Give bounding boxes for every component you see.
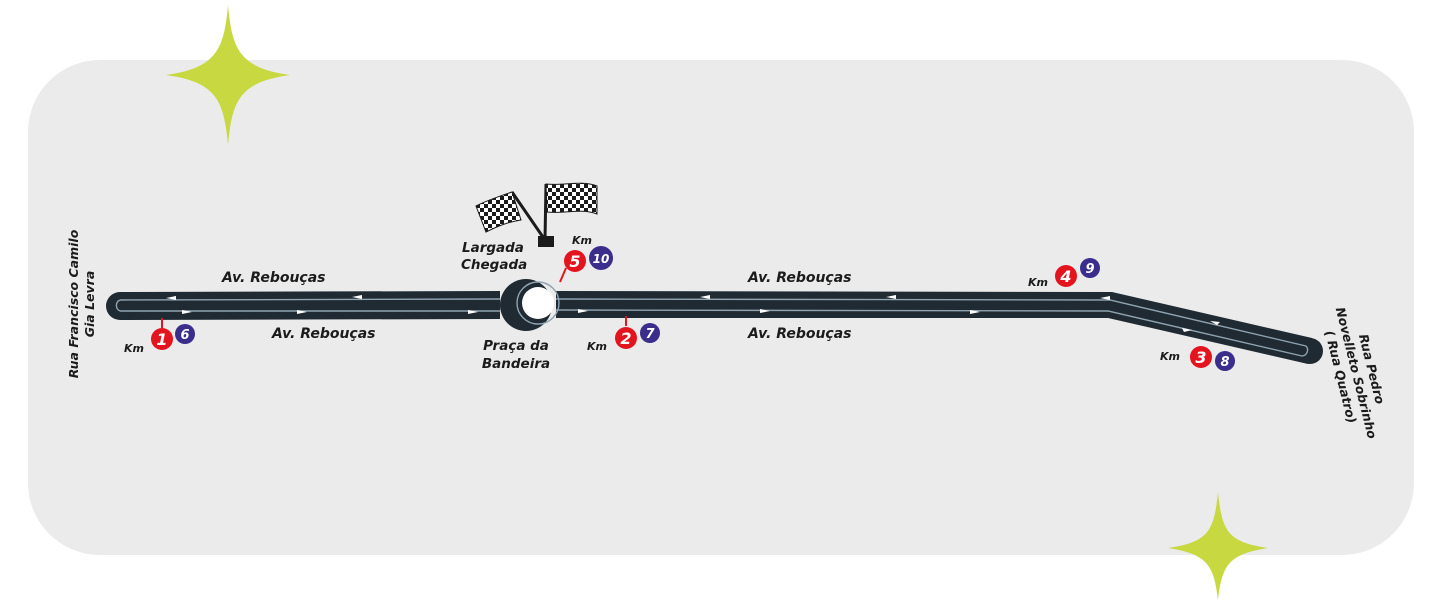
start-label-line-2: Chegada [461,257,527,273]
km-badge-second-lap [1215,351,1235,371]
km-badge-second-lap [589,246,613,270]
km-marker-5-10: Km 5 10 [559,234,613,283]
left-end-line-2: Gia Levra [82,271,97,338]
km-number-second-lap: 10 [593,252,610,266]
km-number-first-lap: 4 [1059,267,1071,286]
km-badge-first-lap [151,328,173,350]
km-badge-second-lap [1080,258,1100,278]
km-number-second-lap: 8 [1220,355,1229,370]
roundabout-island [522,287,554,319]
street-label-av-reboucas-top-right: Av. Rebouças [747,270,852,286]
km-marker-1-6: Km 1 6 [124,318,195,355]
street-label-av-reboucas-top-left: Av. Rebouças [221,270,326,286]
street-label-right-end: Rua Pedro Novelleto Sobrinho ( Rua Quatr… [1322,306,1388,441]
checkered-flag-icon [475,182,598,247]
street-label-left-end: Rua Francisco Camilo Gia Levra [66,229,97,378]
km-marker-2-7: Km 2 7 [587,316,660,353]
square-label-line-1: Praça da [483,338,549,354]
km-prefix: Km [587,340,607,353]
km-marker-3-8: Km 3 8 [1160,346,1235,371]
km-number-first-lap: 5 [569,252,580,271]
km-badge-first-lap [564,250,586,272]
km-number-second-lap: 9 [1085,262,1094,277]
km-number-second-lap: 7 [645,327,655,342]
start-label-line-1: Largada [462,240,524,256]
km-marker-4-9: Km 4 9 [1028,258,1100,289]
km-prefix: Km [572,234,592,247]
km-prefix: Km [1160,350,1180,363]
km-number-second-lap: 6 [180,328,189,343]
km-badge-first-lap [1190,346,1212,368]
km-badge-first-lap [615,327,637,349]
sparkle-icon-bottom-right [1168,492,1268,600]
km-number-first-lap: 2 [620,329,631,348]
square-label-line-2: Bandeira [482,356,550,372]
route-road [106,279,1323,364]
left-end-line-1: Rua Francisco Camilo [66,229,81,378]
km-badge-first-lap [1055,265,1077,287]
km-prefix: Km [1028,276,1048,289]
km-badge-second-lap [175,324,195,344]
km-prefix: Km [124,342,144,355]
direction-arrows [166,295,1220,332]
street-label-av-reboucas-bottom-right: Av. Rebouças [747,326,852,342]
sparkle-icon-top-left [166,5,290,145]
km-number-first-lap: 1 [156,330,167,349]
street-label-av-reboucas-bottom-left: Av. Rebouças [271,326,376,342]
km-number-first-lap: 3 [1195,348,1206,367]
km-badge-second-lap [640,323,660,343]
